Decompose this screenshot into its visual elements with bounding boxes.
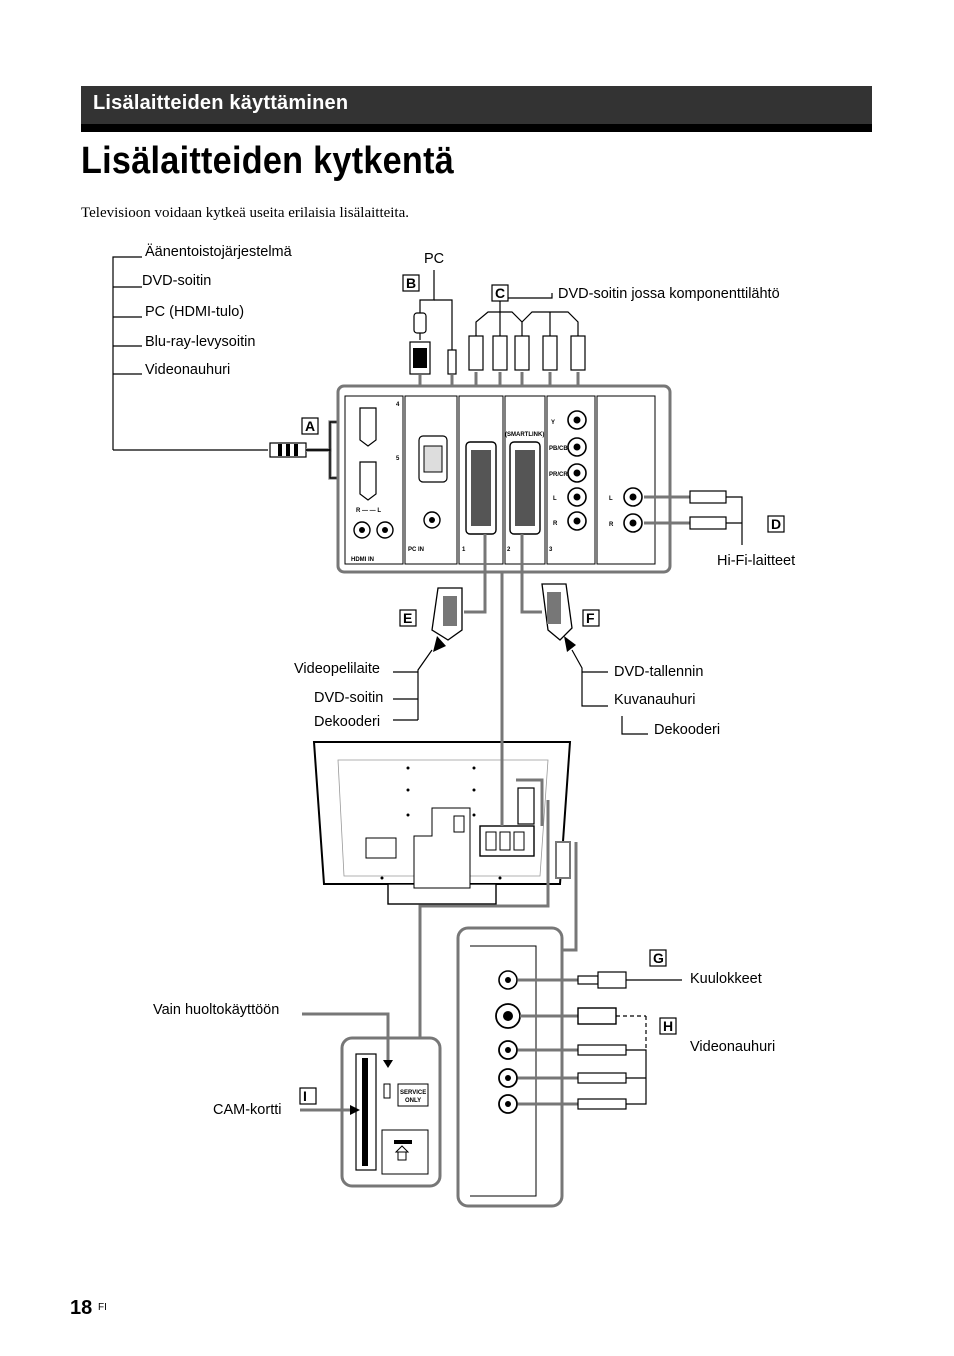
- ferrite-core-icon: [413, 312, 427, 334]
- svg-text:2: 2: [507, 547, 511, 553]
- side-connector-panel: [456, 926, 564, 1208]
- rca-plugs-c: [468, 335, 586, 371]
- svg-text:3: 3: [549, 547, 553, 553]
- device-list-e: [393, 649, 433, 721]
- scart-cables: [464, 534, 542, 614]
- svg-text:Y: Y: [551, 420, 555, 426]
- hdmi-in-label: HDMI IN: [351, 557, 374, 563]
- badge-b: B: [402, 274, 420, 292]
- badge-g: G: [649, 949, 667, 967]
- svg-text:R: R: [609, 522, 614, 528]
- hdmi-plug-icon: [269, 442, 307, 458]
- label-dvd-player-e: DVD-soitin: [314, 690, 383, 706]
- svg-text:G: G: [653, 950, 664, 966]
- scart-plug-f-icon: [541, 583, 576, 652]
- label-decoder-e: Dekooderi: [314, 714, 380, 730]
- pc-in-label: PC IN: [408, 547, 424, 553]
- device-list-f: [571, 649, 648, 735]
- svg-text:ONLY: ONLY: [405, 1098, 421, 1104]
- label-dvd-player: DVD-soitin: [142, 273, 211, 289]
- label-video-recorder: Videonauhuri: [690, 1039, 775, 1055]
- headphone-plug-icon: [518, 971, 682, 989]
- label-cam-card: CAM-kortti: [213, 1102, 281, 1118]
- label-bluray: Blu-ray-levysoitin: [145, 334, 255, 350]
- device-list-a: [112, 256, 268, 451]
- svg-text:5: 5: [396, 456, 400, 462]
- section-title: Lisälaitteiden käyttäminen: [93, 92, 349, 114]
- svg-text:F: F: [586, 610, 595, 626]
- svg-text:R — — L: R — — L: [356, 508, 381, 514]
- label-service-only: Vain huoltokäyttöön: [153, 1002, 279, 1018]
- svg-text:D: D: [771, 516, 781, 532]
- svg-text:1: 1: [462, 547, 466, 553]
- grey-cable-to-tv: [418, 572, 578, 1040]
- tv-rear-illustration: [312, 741, 572, 905]
- badge-e: E: [399, 609, 417, 627]
- scart-plug-e-icon: [431, 587, 463, 652]
- label-pc: PC: [424, 251, 444, 267]
- label-vcr: Videonauhuri: [145, 362, 230, 378]
- label-component-dvd: DVD-soitin jossa komponenttilähtö: [558, 286, 780, 302]
- svg-text:R: R: [553, 521, 558, 527]
- badge-h: H: [659, 1017, 677, 1035]
- hifi-cables: [644, 490, 743, 545]
- svg-text:L: L: [553, 496, 557, 502]
- service-label: SERVICE: [400, 1090, 426, 1096]
- label-decoder-f: Dekooderi: [654, 722, 720, 738]
- svg-text:PR/CR: PR/CR: [549, 472, 568, 478]
- label-audio-system: Äänentoistojärjestelmä: [145, 243, 293, 260]
- svg-text:I: I: [303, 1088, 307, 1104]
- badge-a: A: [301, 417, 319, 435]
- page-language-code: FI: [98, 1302, 107, 1313]
- svg-text:A: A: [305, 418, 315, 434]
- pc-cable: [419, 270, 453, 350]
- svg-text:B: B: [406, 275, 416, 291]
- svg-text:4: 4: [396, 402, 400, 408]
- label-pc-hdmi: PC (HDMI-tulo): [145, 304, 244, 320]
- smartlink-label: (SMARTLINK): [505, 432, 544, 438]
- page-title: Lisälaitteiden kytkentä: [81, 140, 455, 182]
- cam-card-pointer: [300, 1105, 360, 1115]
- svg-text:H: H: [663, 1018, 673, 1034]
- label-headphones: Kuulokkeet: [690, 971, 762, 987]
- badge-d: D: [767, 515, 785, 533]
- page-number: 18: [70, 1297, 93, 1319]
- audio-jack-plug-icon: [447, 349, 457, 375]
- svg-text:L: L: [609, 496, 613, 502]
- badge-i: I: [299, 1087, 317, 1105]
- svg-text:PB/CB: PB/CB: [549, 446, 568, 452]
- svg-text:C: C: [495, 285, 505, 301]
- label-game-console: Videopelilaite: [294, 661, 380, 677]
- cam-slot-panel: SERVICE ONLY: [340, 1036, 442, 1188]
- connector-panel: 4 5 R — — L HDMI IN PC IN 1 2 (SMARTLINK…: [336, 384, 672, 574]
- badge-c: C: [491, 284, 509, 302]
- label-video-recorder-f: Kuvanauhuri: [614, 692, 695, 708]
- label-hifi: Hi-Fi-laitteet: [717, 553, 795, 569]
- video-input-plugs: [518, 1007, 647, 1110]
- intro-text: Televisioon voidaan kytkeä useita erilai…: [81, 205, 410, 221]
- svg-text:E: E: [403, 610, 412, 626]
- service-only-pointer: [302, 1012, 390, 1062]
- section-header-bar: Lisälaitteiden käyttäminen: [81, 86, 872, 132]
- label-dvd-recorder: DVD-tallennin: [614, 664, 703, 680]
- badge-f: F: [582, 609, 600, 627]
